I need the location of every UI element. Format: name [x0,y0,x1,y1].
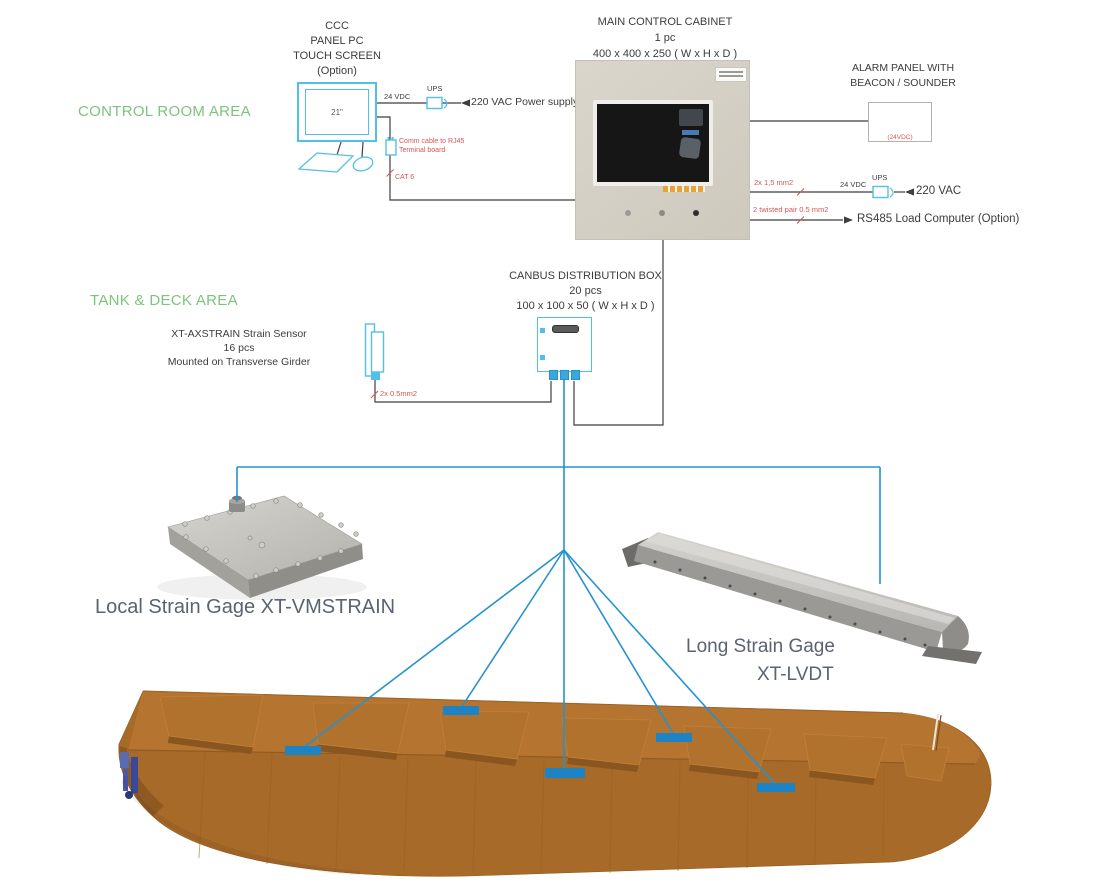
cabinet-knob-3 [693,210,699,216]
canbus-distribution-box [537,317,592,380]
ups-icon [426,96,448,110]
rj45-terminal-icon [385,137,397,156]
strain-sensor-line1: XT-AXSTRAIN Strain Sensor [171,328,307,340]
wire1-target-label: 220 VAC [916,185,962,197]
mouse-icon [352,156,374,172]
comm-cable-label: Comm cable to RJ45 Terminal board [399,137,464,155]
pc-supply-label: 220 VAC Power supply [471,96,579,108]
wire2-cable-label: 2 twisted pair 0.5 mm2 [753,205,829,214]
wire1-cable-label: 2x 1,5 mm2 [754,178,794,187]
cabinet-knob-2 [659,210,665,216]
pc-24vdc-label: 24 VDC [384,92,411,101]
panel-pc-title-line4: (Option) [317,65,357,77]
canbus-title: CANBUS DISTRIBUTION BOX 20 pcs 100 x 100… [478,269,693,314]
canbus-connector-1 [549,370,558,380]
cabinet-touchscreen [593,100,713,186]
pc-ups-label: UPS [427,84,443,93]
comm-cable-line1: Comm cable to RJ45 [399,138,465,145]
wire1-ups-label: UPS [872,173,888,182]
canbus-vent-slot [552,325,579,333]
canbus-lines [236,380,881,786]
panel-pc-title-line2: PANEL PC [310,35,364,47]
local-strain-gage-photo [157,495,367,600]
canbus-dimensions: 100 x 100 x 50 ( W x H x D ) [516,300,655,312]
cat6-label: CAT 6 [395,174,415,181]
wire1-24vdc-label: 24 VDC [840,180,867,189]
screen-sticker [679,109,703,126]
cable-ticks [370,169,805,399]
canbus-connector-3 [571,370,580,380]
alarm-title-line1: ALARM PANEL WITH [851,62,955,74]
beam-bolts [653,560,927,647]
long-strain-gage-photo [622,532,982,664]
cabinet-warning-strip [663,186,705,192]
wire-arrowheads [461,99,914,224]
panel-pc-title-line3: TOUCH SCREEN [293,50,381,62]
long-gage-caption-line1: Long Strain Gage [686,636,835,657]
cabinet-qty: 1 pc [654,32,676,44]
tank-deck-area-label: TANK & DECK AREA [90,292,238,309]
screen-shield-sticker [678,136,702,160]
monitor-size-label: 21" [331,107,343,117]
rudder-propeller [120,752,138,799]
canbus-led-1 [540,328,545,333]
alarm-title: ALARM PANEL WITH BEACON / SOUNDER [842,61,964,91]
panel-pc-monitor: 21" [297,82,377,142]
cabinet-knob-1 [625,210,631,216]
strain-sensor-qty: 16 pcs [223,342,255,354]
deck-sensor-bars [285,706,795,792]
alarm-title-line2: BEACON / SOUNDER [850,77,956,89]
strain-sensor-title: XT-AXSTRAIN Strain Sensor 16 pcs Mounted… [125,327,353,369]
strain-sensor-icon [364,323,385,380]
gage-bolts [182,498,359,579]
cabinet-photo [575,60,750,240]
comm-cable-line2: Terminal board [399,147,446,154]
cabinet-title: MAIN CONTROL CABINET 1 pc 400 x 400 x 25… [560,14,770,62]
wire2-target-label: RS485 Load Computer (Option) [857,213,1020,225]
panel-pc-title: CCC PANEL PC TOUCH SCREEN (Option) [277,19,397,79]
long-gage-caption-line2: XT-LVDT [757,664,834,685]
alarm-voltage-label: (24VDC) [887,134,913,141]
panel-pc-title-line1: CCC [325,20,349,32]
alarm-panel-box: (24VDC) [868,102,932,142]
screen-blue-label [682,130,699,135]
canbus-led-2 [540,355,545,360]
cabinet-title-line1: MAIN CONTROL CABINET [597,16,733,28]
keyboard-icon [297,152,355,173]
canbus-connector-2 [560,370,569,380]
ups2-icon [872,185,894,199]
strain-sensor-line3: Mounted on Transverse Girder [167,356,311,368]
hull-seams [198,750,885,874]
power-signal-wires [336,102,905,426]
canbus-qty: 20 pcs [569,285,602,297]
control-room-area-label: CONTROL ROOM AREA [78,103,251,120]
deck-hatches [159,694,950,785]
canbus-title-line1: CANBUS DISTRIBUTION BOX [509,270,662,282]
sensor-cable-label: 2x 0.5mm2 [380,389,418,398]
cabinet-dimensions: 400 x 400 x 250 ( W x H x D ) [592,48,738,60]
cabinet-label-tag [715,67,747,82]
ship-hull-illustration [118,690,992,877]
monitor-screen: 21" [305,89,369,135]
local-gage-caption: Local Strain Gage XT-VMSTRAIN [95,596,396,618]
